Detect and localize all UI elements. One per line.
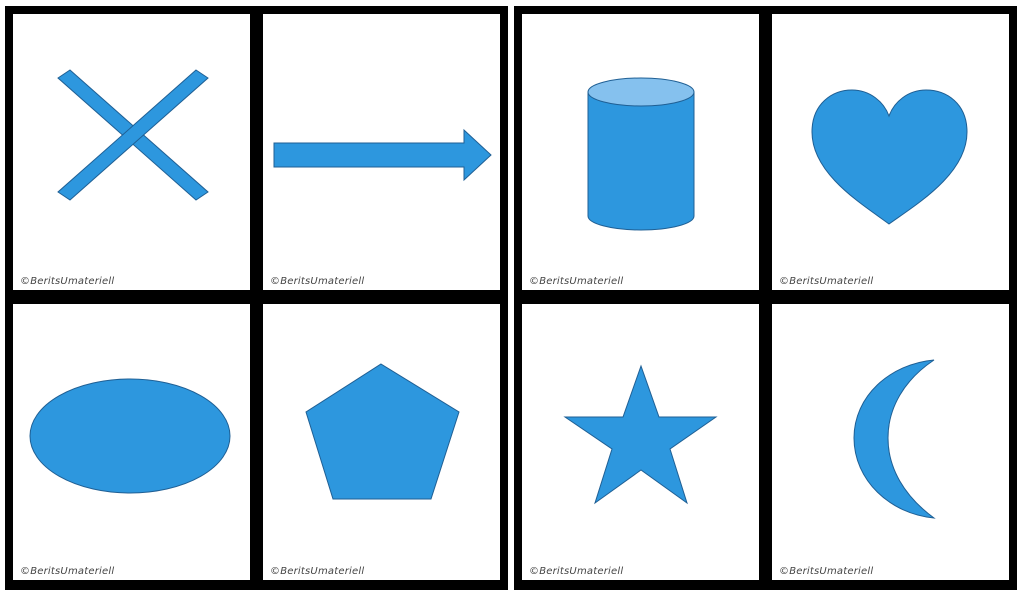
card-arrow[interactable]: ©BeritsUmateriell (263, 14, 500, 290)
card-star[interactable]: ©BeritsUmateriell (522, 304, 759, 580)
card-pentagon[interactable]: ©BeritsUmateriell (263, 304, 500, 580)
star-shape (563, 364, 718, 505)
credit-label: ©BeritsUmateriell (270, 276, 365, 287)
pentagon-shape (305, 363, 460, 500)
credit-label: ©BeritsUmateriell (779, 566, 874, 577)
credit-label: ©BeritsUmateriell (779, 276, 874, 287)
card-sheet-left: ©BeritsUmateriell ©BeritsUmateriell ©Ber… (5, 6, 508, 590)
credit-label: ©BeritsUmateriell (270, 566, 365, 577)
arrow-shape (273, 128, 492, 182)
card-crescent[interactable]: ©BeritsUmateriell (772, 304, 1009, 580)
credit-label: ©BeritsUmateriell (529, 566, 624, 577)
credit-label: ©BeritsUmateriell (20, 566, 115, 577)
credit-label: ©BeritsUmateriell (529, 276, 624, 287)
heart-shape (811, 89, 968, 225)
credit-label: ©BeritsUmateriell (20, 276, 115, 287)
card-sheet-right: ©BeritsUmateriell ©BeritsUmateriell ©Ber… (514, 6, 1017, 590)
card-oval[interactable]: ©BeritsUmateriell (13, 304, 250, 580)
card-cylinder[interactable]: ©BeritsUmateriell (522, 14, 759, 290)
card-cross[interactable]: ©BeritsUmateriell (13, 14, 250, 290)
crescent-shape (853, 359, 936, 519)
oval-shape (29, 378, 231, 494)
card-heart[interactable]: ©BeritsUmateriell (772, 14, 1009, 290)
cross-shape (57, 69, 209, 201)
cylinder-shape (587, 77, 695, 231)
